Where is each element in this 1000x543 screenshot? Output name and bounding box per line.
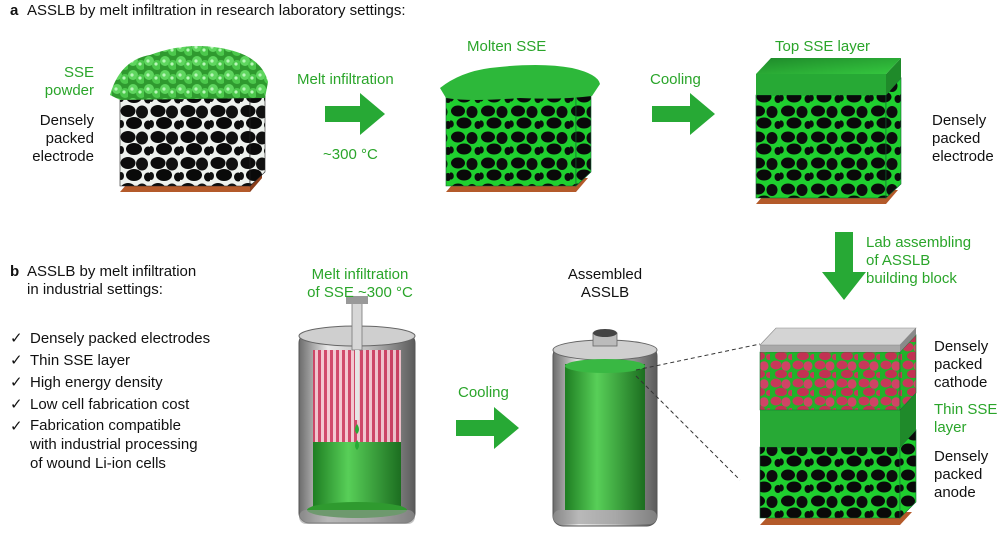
densely-packed-electrode-left-label: Densely packed electrode (32, 112, 94, 165)
cooling-a-label: Cooling (650, 71, 701, 88)
panel-a-title: ASSLB by melt infiltration in research l… (27, 2, 406, 19)
densely-packed-anode-label: Densely packed anode (934, 448, 989, 501)
injection-nozzle (351, 299, 363, 351)
zoom-line-top (635, 343, 761, 371)
cooling-arrow-a (652, 93, 715, 135)
panel-b-letter: b (10, 263, 20, 280)
melt-infiltration-cylinder (298, 296, 416, 524)
assembled-asslb-label: Assembled ASSLB (567, 266, 643, 301)
sse-powder-pile (110, 46, 268, 100)
cooling-arrow-b (456, 407, 519, 449)
solidified-sse (565, 364, 645, 510)
panel-b-title: ASSLB by melt infiltration in industrial… (27, 263, 197, 298)
top-sse-layer-cube (755, 58, 902, 204)
list-item: ✓Fabrication compatible with industrial … (10, 417, 198, 472)
densely-packed-cathode-label: Densely packed cathode (934, 338, 989, 391)
top-sse-layer-label: Top SSE layer (775, 38, 871, 55)
molten-sse-label: Molten SSE (467, 38, 547, 55)
anode-layer (759, 446, 901, 519)
current-collector (759, 327, 917, 346)
list-item: ✓Low cell fabrication cost (10, 394, 210, 416)
list-item: ✓Thin SSE layer (10, 350, 210, 372)
checkmark-icon: ✓ (10, 396, 23, 413)
cooling-b-label: Cooling (458, 384, 509, 401)
electrode-with-powder-cube (110, 46, 268, 192)
top-sse-layer (756, 58, 901, 74)
list-item: ✓Densely packed electrodes (10, 328, 210, 350)
molten-sse-fill (313, 442, 401, 510)
panel-a-letter: a (10, 2, 19, 19)
checkmark-icon: ✓ (10, 352, 23, 369)
melt-infiltration-label: Melt infiltration (297, 71, 394, 88)
checkmark-icon: ✓ (10, 330, 23, 347)
melt-infiltration-sse-label: Melt infiltration of SSE ~300 °C (307, 266, 413, 301)
thin-sse-layer (760, 410, 900, 447)
zoom-line-bottom (635, 375, 741, 481)
melt-infiltration-arrow (325, 93, 385, 135)
temperature-label: ~300 °C (323, 146, 378, 163)
cathode-layer (759, 351, 901, 411)
lab-assembling-label: Lab assembling of ASSLB building block (866, 234, 972, 287)
molten-sse-layer (440, 65, 600, 100)
list-item: ✓High energy density (10, 372, 210, 394)
molten-sse-cube (440, 65, 600, 192)
asslb-building-block (759, 327, 917, 525)
checkmark-icon: ✓ (10, 374, 23, 391)
sse-powder-label: SSE powder (44, 64, 94, 99)
assembled-asslb-cylinder (552, 329, 658, 527)
lab-assembling-arrow (822, 232, 866, 300)
densely-packed-electrode-right-label: Densely packed electrode (932, 112, 994, 165)
thin-sse-layer-label: Thin SSE layer (934, 401, 998, 436)
checkmark-icon: ✓ (10, 418, 23, 435)
benefits-checklist: ✓Densely packed electrodes ✓Thin SSE lay… (10, 328, 210, 475)
